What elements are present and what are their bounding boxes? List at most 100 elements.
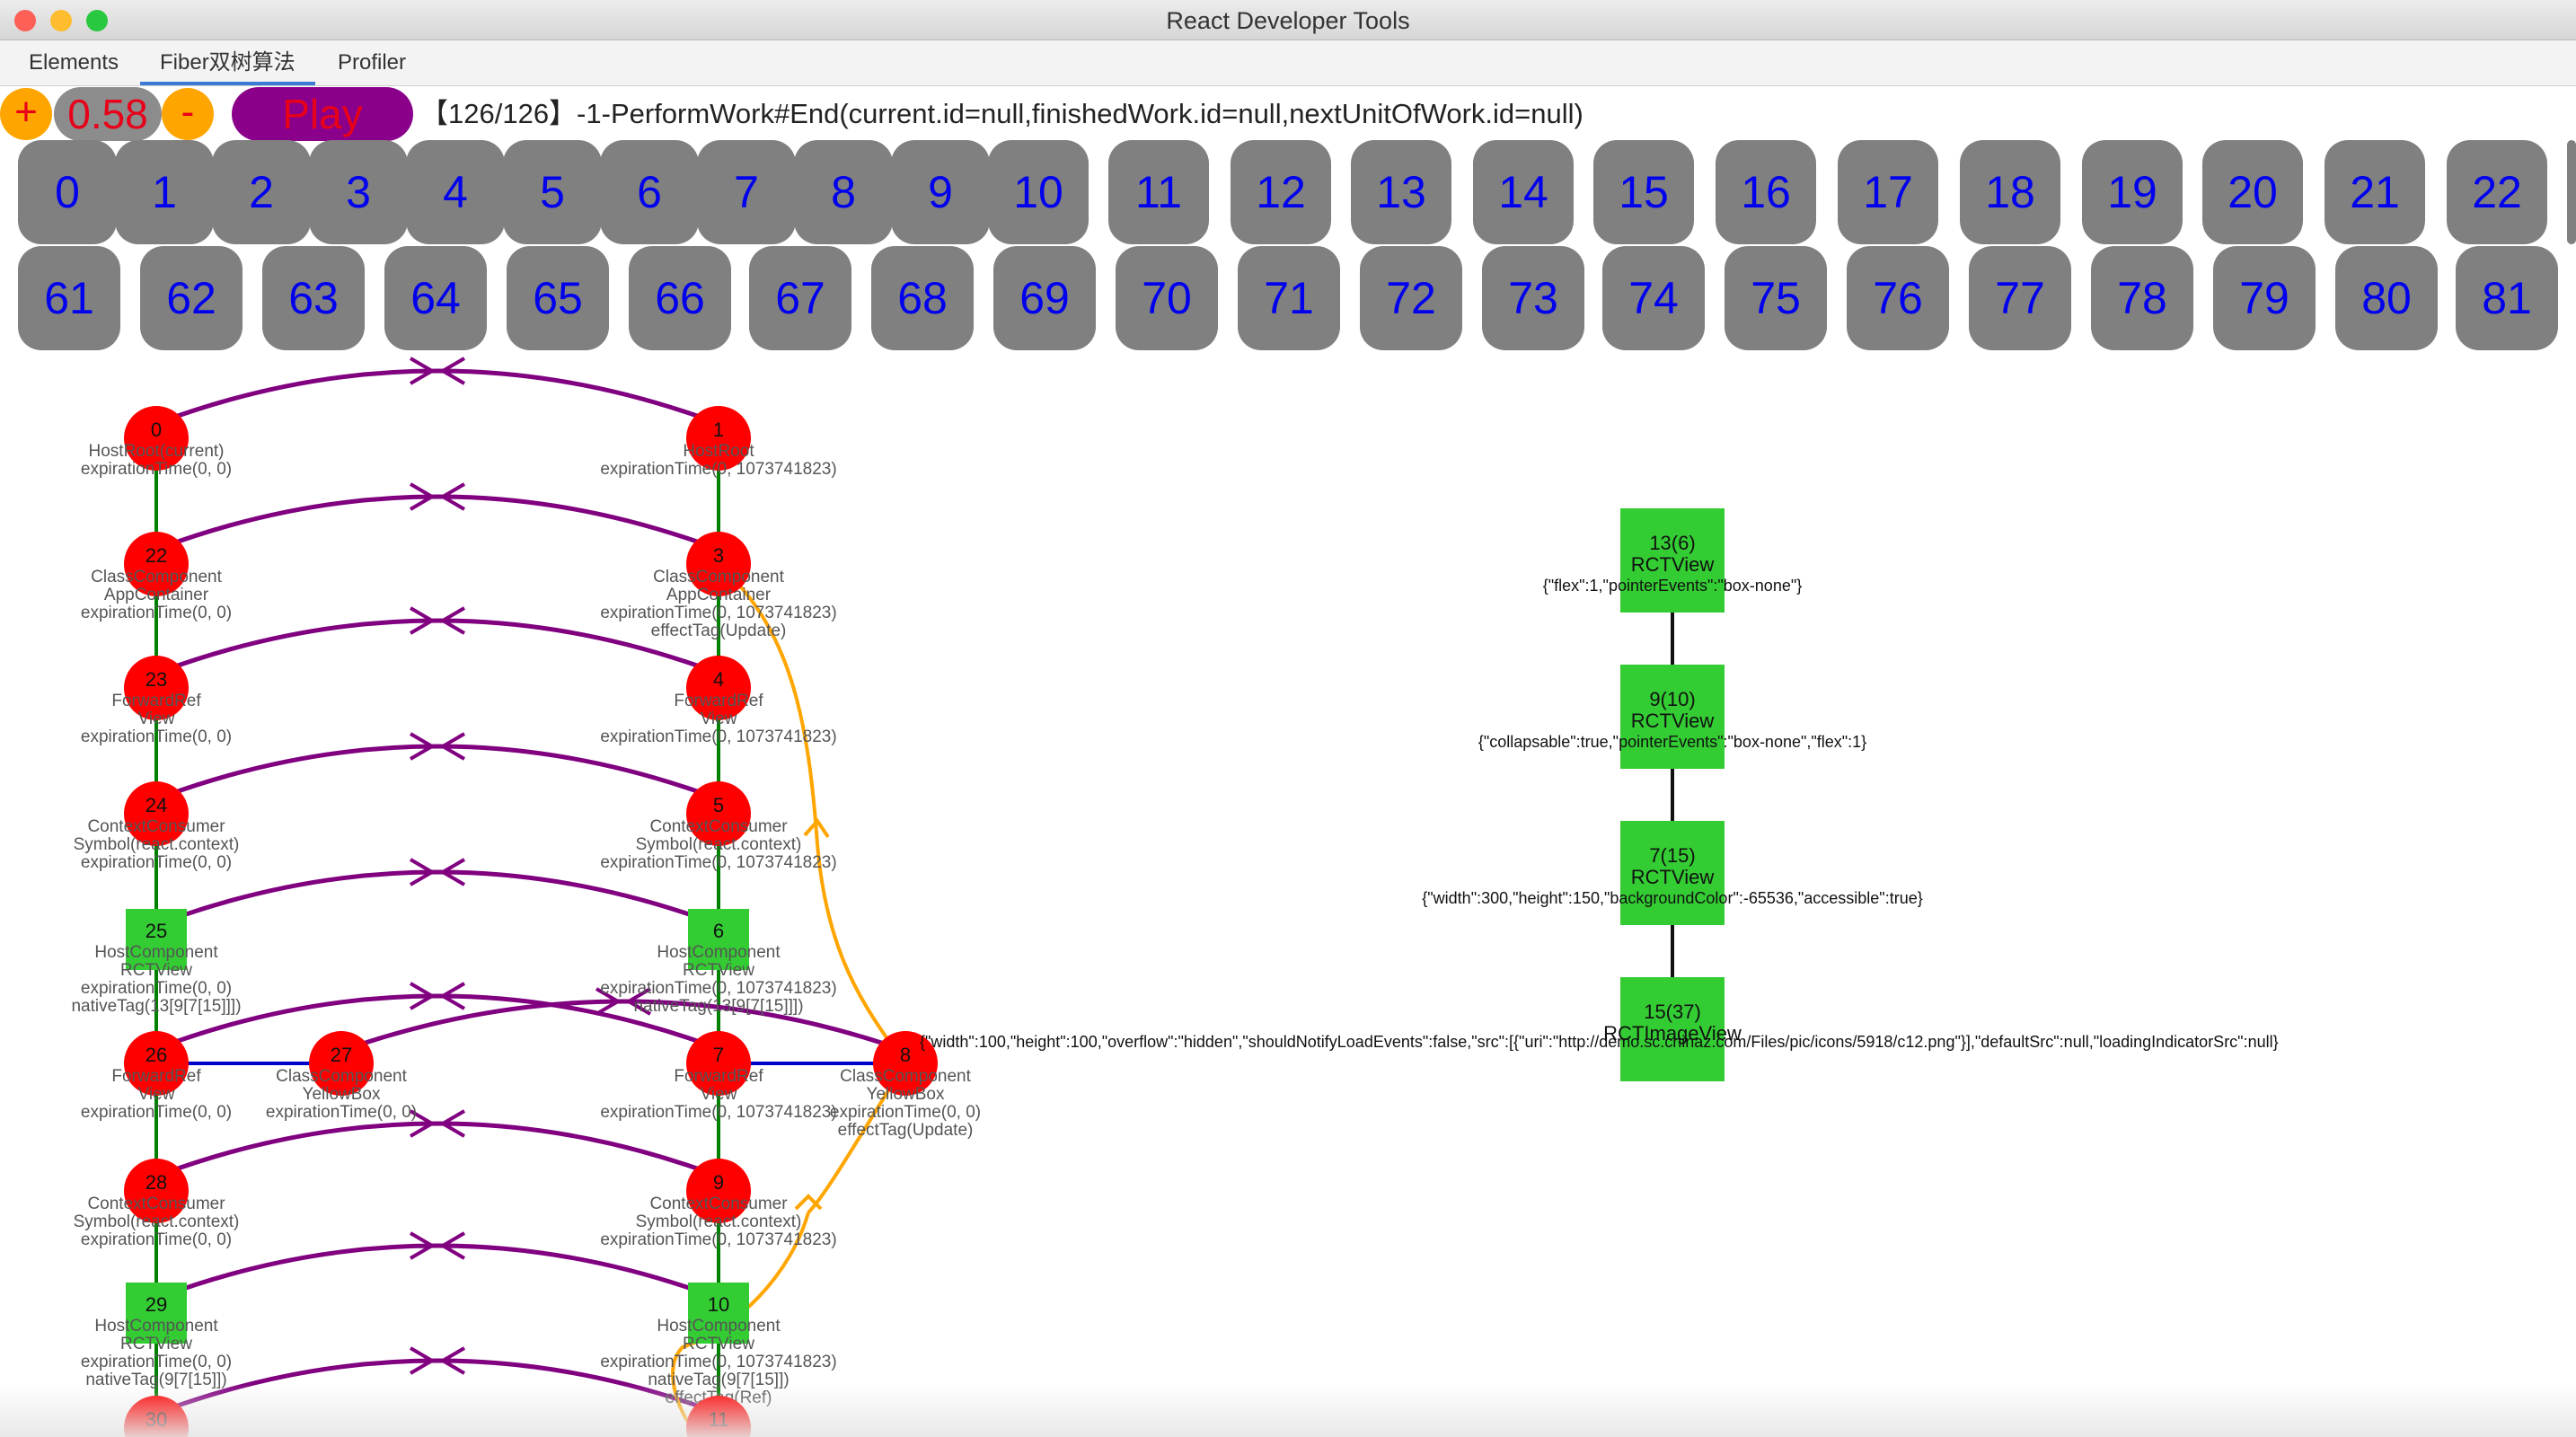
- fiber-node-label: ClassComponent: [276, 1067, 407, 1086]
- fiber-node-label: View: [701, 1085, 737, 1104]
- step-button[interactable]: 20: [2202, 140, 2303, 244]
- step-button[interactable]: 10: [988, 140, 1089, 244]
- alternate-edge: [164, 744, 710, 798]
- step-button[interactable]: 75: [1725, 246, 1827, 350]
- step-button[interactable]: 69: [993, 246, 1096, 350]
- step-button[interactable]: 74: [1602, 246, 1705, 350]
- fiber-node-label: expirationTime(0, 1073741823): [600, 853, 836, 872]
- step-button[interactable]: 68: [871, 246, 974, 350]
- alternate-edge-arrow: [409, 858, 466, 886]
- zoom-window-button[interactable]: [86, 10, 108, 31]
- fiber-node-label: expirationTime(0, 0): [81, 604, 232, 622]
- step-button[interactable]: 7: [697, 140, 796, 244]
- tab-fiber[interactable]: Fiber双树算法: [140, 46, 315, 85]
- fiber-node-label: YellowBox: [303, 1085, 381, 1104]
- window-titlebar: React Developer Tools: [0, 0, 2576, 40]
- alternate-edge-arrow: [409, 732, 466, 761]
- close-window-button[interactable]: [14, 10, 36, 31]
- fiber-node-label: expirationTime(0, 0): [81, 1353, 232, 1371]
- step-button[interactable]: 79: [2213, 246, 2316, 350]
- step-button[interactable]: 62: [140, 246, 243, 350]
- step-button[interactable]: 17: [1838, 140, 1938, 244]
- effect-edge: [717, 562, 819, 845]
- fiber-node-label: expirationTime(0, 0): [81, 727, 232, 746]
- step-button[interactable]: 15: [1593, 140, 1694, 244]
- alternate-edge: [164, 993, 710, 1048]
- tab-profiler[interactable]: Profiler: [338, 50, 407, 75]
- minimize-window-button[interactable]: [50, 10, 72, 31]
- alternate-edge: [164, 1243, 710, 1298]
- step-status-text: 【126/126】-1-PerformWork#End(current.id=n…: [420, 98, 1584, 129]
- step-button[interactable]: 2: [212, 140, 311, 244]
- step-button[interactable]: 72: [1360, 246, 1462, 350]
- native-view-title: 15(37): [1644, 1001, 1701, 1023]
- step-button[interactable]: 65: [507, 246, 609, 350]
- fiber-node-id: 6: [713, 920, 724, 942]
- speed-decrease-button[interactable]: -: [162, 88, 214, 140]
- step-button[interactable]: 71: [1238, 246, 1340, 350]
- step-button[interactable]: 1: [115, 140, 214, 244]
- alternate-edge-arrow: [409, 1231, 466, 1260]
- fiber-node-class: [309, 1031, 374, 1096]
- fiber-node-class: [124, 781, 189, 846]
- step-button[interactable]: 5: [503, 140, 602, 244]
- fiber-node-label: AppContainer: [666, 586, 772, 604]
- step-button[interactable]: 12: [1231, 140, 1331, 244]
- fiber-node-label: expirationTime(0, 1073741823): [600, 604, 836, 622]
- fiber-node-class: [124, 656, 189, 720]
- step-button[interactable]: 67: [749, 246, 851, 350]
- step-button[interactable]: 70: [1116, 246, 1218, 350]
- step-button[interactable]: 6: [600, 140, 699, 244]
- play-button[interactable]: Play: [232, 87, 413, 141]
- fiber-node-id: 26: [146, 1044, 167, 1066]
- step-button[interactable]: 18: [1960, 140, 2060, 244]
- step-button[interactable]: 9: [891, 140, 990, 244]
- step-button[interactable]: 21: [2325, 140, 2425, 244]
- step-button[interactable]: 78: [2091, 246, 2193, 350]
- fiber-node-label: effectTag(Update): [651, 622, 787, 640]
- step-button[interactable]: 63: [262, 246, 365, 350]
- step-button[interactable]: 8: [794, 140, 893, 244]
- step-button[interactable]: 64: [384, 246, 487, 350]
- tab-elements[interactable]: Elements: [29, 50, 119, 75]
- fiber-node-label: effectTag(Update): [838, 1121, 974, 1140]
- alternate-edge-arrow: [409, 1109, 466, 1138]
- step-button[interactable]: 77: [1969, 246, 2071, 350]
- step-button[interactable]: 13: [1351, 140, 1451, 244]
- alternate-edge-arrow: [409, 982, 466, 1010]
- native-view-type: RCTView: [1631, 866, 1715, 888]
- step-button[interactable]: 81: [2456, 246, 2558, 350]
- native-view-type: RCTImageView: [1603, 1022, 1742, 1045]
- step-button[interactable]: 11: [1108, 140, 1209, 244]
- step-button[interactable]: 73: [1482, 246, 1584, 350]
- step-button[interactable]: 16: [1716, 140, 1816, 244]
- fiber-node-id: 7: [713, 1044, 724, 1066]
- alternate-edge-arrow: [409, 482, 466, 511]
- fiber-node-label: RCTView: [683, 961, 754, 980]
- step-button[interactable]: 22: [2447, 140, 2547, 244]
- step-button[interactable]: 66: [629, 246, 731, 350]
- fiber-node-class: [686, 1031, 751, 1096]
- step-button[interactable]: 19: [2082, 140, 2183, 244]
- step-button[interactable]: 4: [406, 140, 505, 244]
- fiber-node-id: 9: [713, 1171, 724, 1194]
- alternate-edge-arrow: [409, 357, 466, 385]
- step-button[interactable]: 80: [2335, 246, 2438, 350]
- fiber-node-label: HostComponent: [94, 943, 218, 962]
- fiber-node-label: ForwardRef: [674, 692, 763, 710]
- fiber-node-label: expirationTime(0, 0): [266, 1103, 417, 1122]
- effect-edge: [807, 1062, 907, 1214]
- native-view-title: 9(10): [1649, 688, 1695, 710]
- alternate-edge: [164, 494, 710, 549]
- fiber-node-label: HostComponent: [657, 1317, 781, 1336]
- step-button-clipped[interactable]: [2567, 140, 2576, 244]
- fiber-node-label: expirationTime(0, 1073741823): [600, 1353, 836, 1371]
- fiber-node-label: AppContainer: [104, 586, 209, 604]
- step-button[interactable]: 3: [309, 140, 408, 244]
- step-button[interactable]: 14: [1473, 140, 1574, 244]
- fiber-node-class: [124, 532, 189, 596]
- step-button[interactable]: 61: [18, 246, 120, 350]
- step-button[interactable]: 0: [18, 140, 117, 244]
- step-button[interactable]: 76: [1847, 246, 1949, 350]
- speed-increase-button[interactable]: +: [0, 88, 52, 140]
